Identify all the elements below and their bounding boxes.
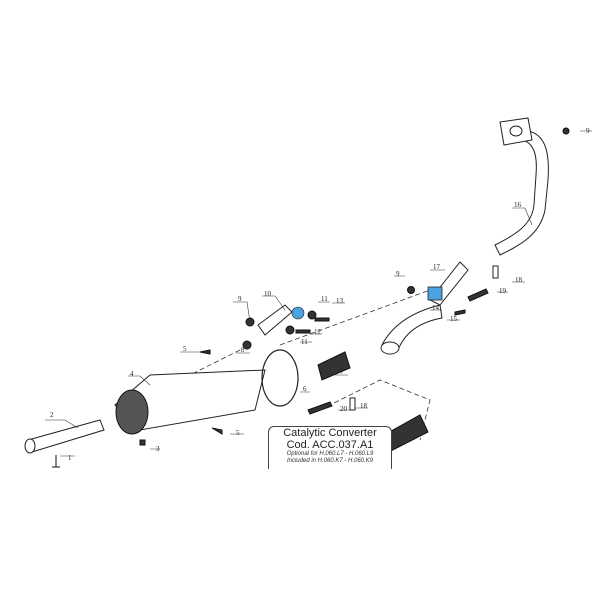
callout-4: 4 bbox=[130, 370, 134, 378]
callout-19: 19 bbox=[499, 287, 507, 295]
callout-15: 15 bbox=[450, 315, 458, 323]
muffler-clamp bbox=[261, 349, 299, 407]
callout-6: 6 bbox=[303, 385, 307, 393]
callout-18b: 18 bbox=[360, 402, 368, 410]
spring-20 bbox=[307, 401, 333, 415]
callout-3: 3 bbox=[156, 445, 160, 453]
callout-7: 7 bbox=[340, 368, 344, 376]
catalytic-optional: Optional for H.060.L7 - H.060.L9 bbox=[286, 451, 374, 457]
catalytic-converter-note: Catalytic Converter Cod. ACC.037.A1 Opti… bbox=[268, 426, 392, 469]
callout-11b: 11 bbox=[301, 338, 308, 346]
callout-14: 14 bbox=[432, 304, 440, 312]
callout-11a: 11 bbox=[321, 295, 328, 303]
link-pipe-2-end bbox=[24, 438, 36, 454]
spacer-18 bbox=[492, 265, 499, 279]
assembly-line bbox=[179, 289, 431, 441]
muffler-end-cap bbox=[115, 389, 149, 435]
catalytic-included: Included in H.060.K7 - H.060.K9 bbox=[286, 458, 374, 464]
spacer-18b bbox=[349, 397, 356, 411]
flange-port bbox=[509, 125, 523, 137]
callout-9b: 9 bbox=[396, 270, 400, 278]
callout-9a: 9 bbox=[238, 295, 242, 303]
washer-highlight bbox=[291, 306, 305, 320]
header-pipe bbox=[494, 129, 549, 256]
leader-lines bbox=[45, 130, 592, 457]
callout-16: 16 bbox=[514, 201, 522, 209]
callout-20: 20 bbox=[340, 405, 348, 413]
callout-13: 13 bbox=[336, 297, 344, 305]
spring-19 bbox=[467, 288, 489, 302]
callout-17: 17 bbox=[433, 263, 441, 271]
callout-18a: 18 bbox=[515, 276, 523, 284]
muffler-inlet bbox=[317, 351, 351, 381]
lower-pipe bbox=[381, 304, 443, 351]
clamp-14 bbox=[427, 286, 443, 301]
callout-labels: 1 2 3 4 5 5 6 7 8 9 9 9 9 10 11 11 12 13… bbox=[50, 127, 590, 462]
callout-9c: 9 bbox=[586, 127, 590, 135]
callout-10: 10 bbox=[264, 290, 272, 298]
callout-8: 8 bbox=[241, 346, 245, 354]
pipe-end bbox=[380, 341, 400, 355]
callout-1: 1 bbox=[68, 454, 72, 462]
callout-5a: 5 bbox=[183, 345, 187, 353]
callout-12: 12 bbox=[314, 328, 322, 336]
link-pipe-2 bbox=[27, 419, 105, 453]
callout-2: 2 bbox=[50, 411, 54, 419]
catalytic-code: Cod. ACC.037.A1 bbox=[286, 439, 374, 451]
catalytic-title: Catalytic Converter bbox=[283, 427, 377, 439]
callout-5b: 5 bbox=[236, 429, 240, 437]
